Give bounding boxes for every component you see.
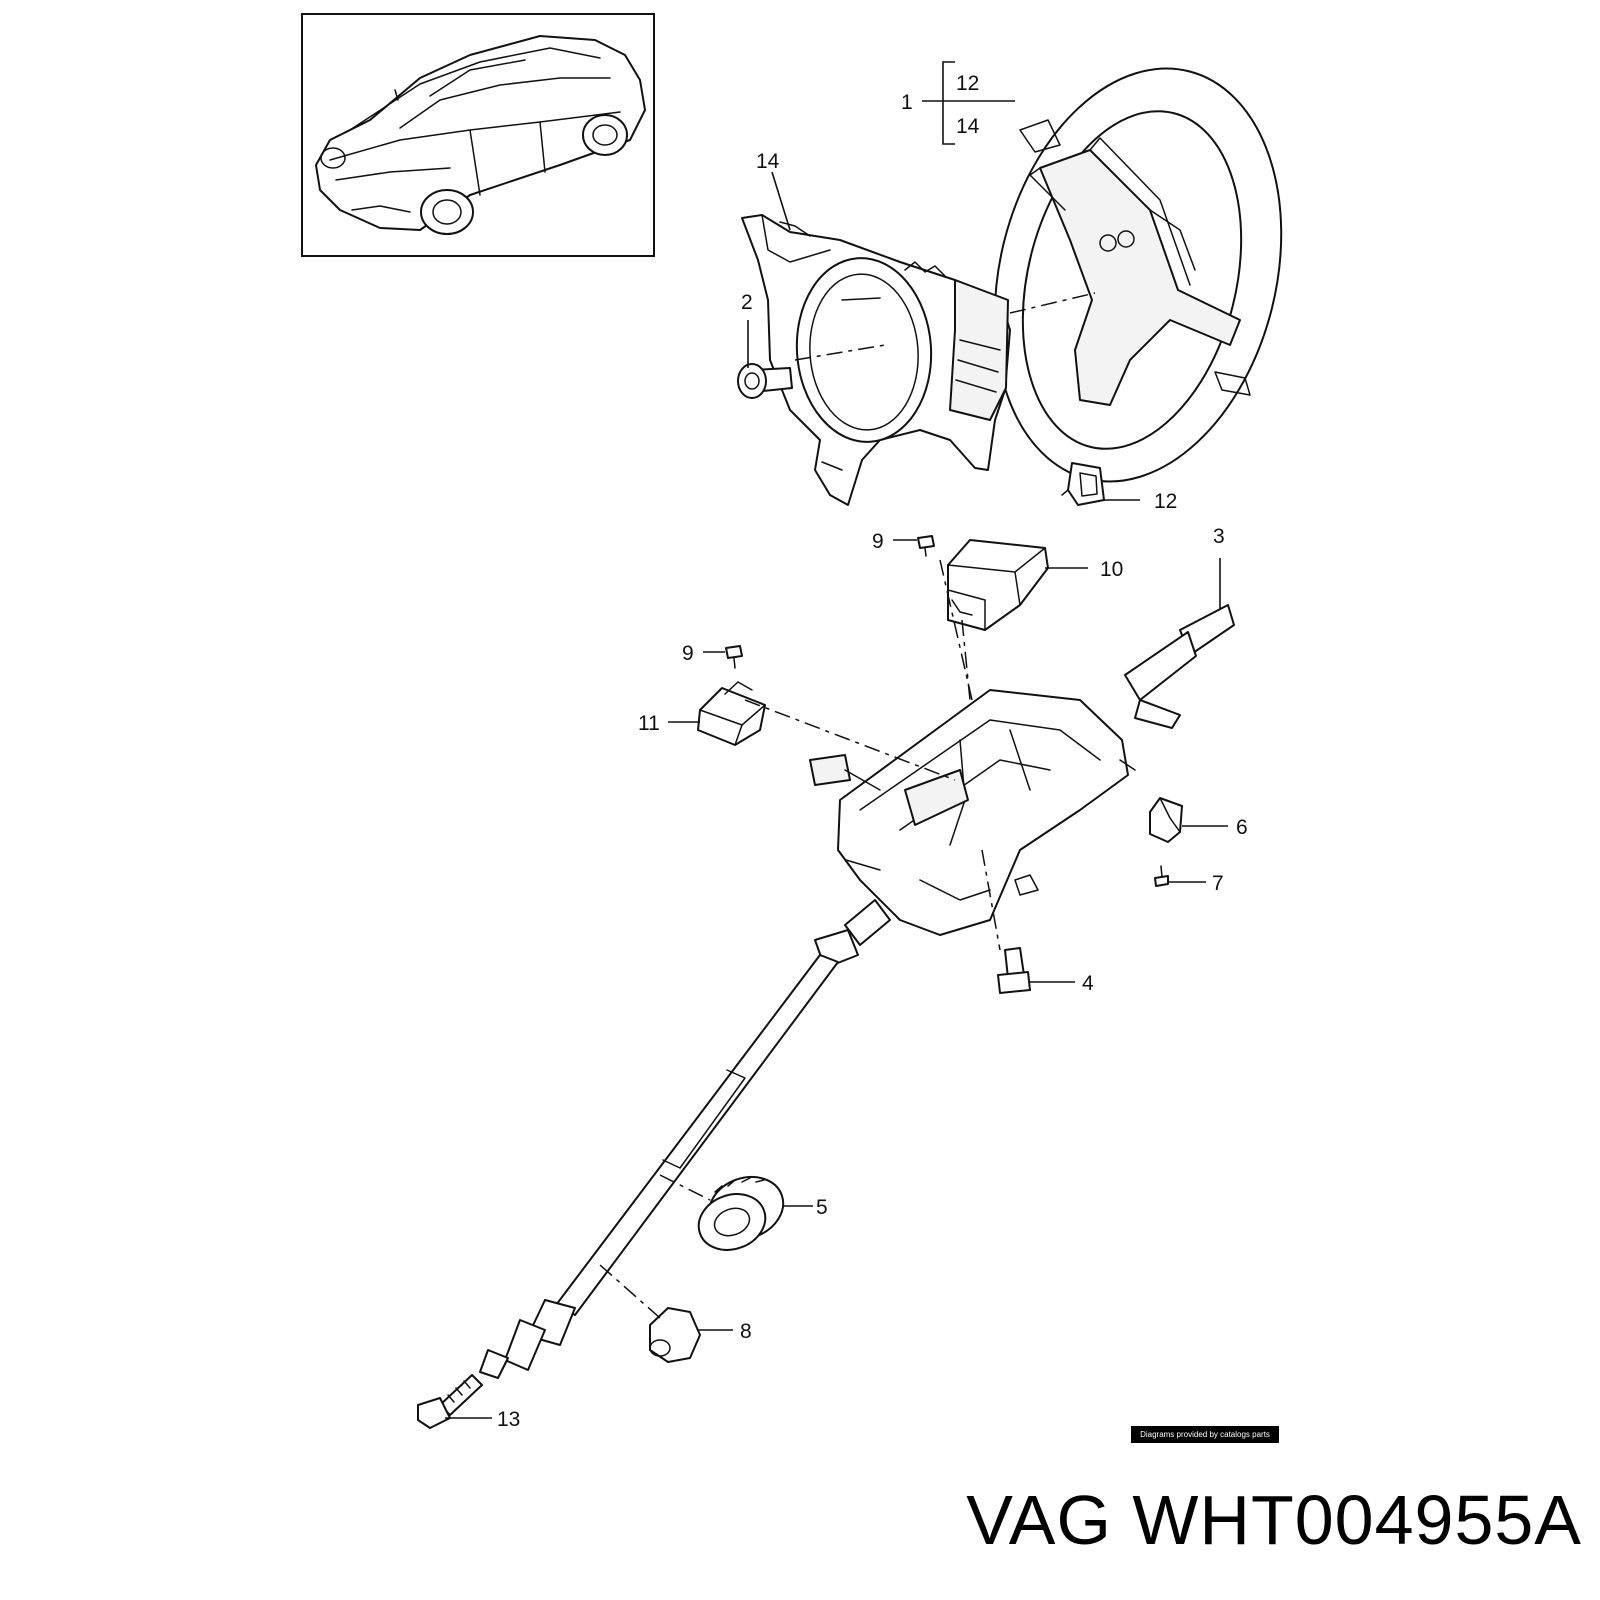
switch-cap-6: [1149, 797, 1183, 843]
leader-lines: [445, 61, 1228, 1419]
callout-14: 14: [756, 150, 780, 173]
intermediate-shaft: [479, 899, 891, 1379]
screw-9-lower: [725, 645, 743, 669]
callout-7: 7: [1212, 872, 1224, 895]
screw-9-upper: [917, 535, 935, 557]
callout-9-lower: 9: [682, 642, 694, 665]
screw-7: [1154, 865, 1169, 887]
steering-wheel: [993, 67, 1283, 483]
callout-3: 3: [1213, 525, 1225, 548]
steering-switch-module: [741, 214, 1011, 506]
callout-5: 5: [816, 1196, 828, 1219]
bushing-5: [697, 1175, 785, 1251]
callout-13: 13: [497, 1408, 520, 1431]
credit-badge: Diagrams provided by catalogs parts: [1131, 1426, 1279, 1443]
steering-column-3: [809, 604, 1235, 936]
callout-2: 2: [741, 291, 753, 314]
callout-1: 1: [901, 91, 913, 114]
boot-8: [649, 1307, 701, 1363]
bolt-4: [997, 947, 1031, 994]
callout-9-upper: 9: [872, 530, 884, 553]
callout-11: 11: [638, 712, 660, 735]
callout-4: 4: [1082, 972, 1094, 995]
callout-12-bracket: 12: [956, 72, 979, 95]
callout-8: 8: [740, 1320, 752, 1343]
callout-12: 12: [1154, 490, 1177, 513]
vehicle-overview-inset: [301, 13, 655, 257]
clip-12: [1061, 462, 1105, 506]
car-illustration: [315, 35, 646, 235]
callout-labels: 1 12 14 14 2 12 3 9 10 9 11 6 7 4 5 8 13: [497, 72, 1248, 1431]
assembly-lines: [599, 292, 1096, 1319]
callout-10: 10: [1100, 558, 1123, 581]
callout-6: 6: [1236, 816, 1248, 839]
callout-14-bracket: 14: [956, 115, 980, 138]
control-unit-10: [947, 539, 1049, 631]
bolt-13: [417, 1374, 483, 1429]
part-number-title: VAG WHT004955A: [966, 1481, 1582, 1559]
bolt-2: [737, 363, 793, 399]
sensor-11: [697, 681, 766, 746]
